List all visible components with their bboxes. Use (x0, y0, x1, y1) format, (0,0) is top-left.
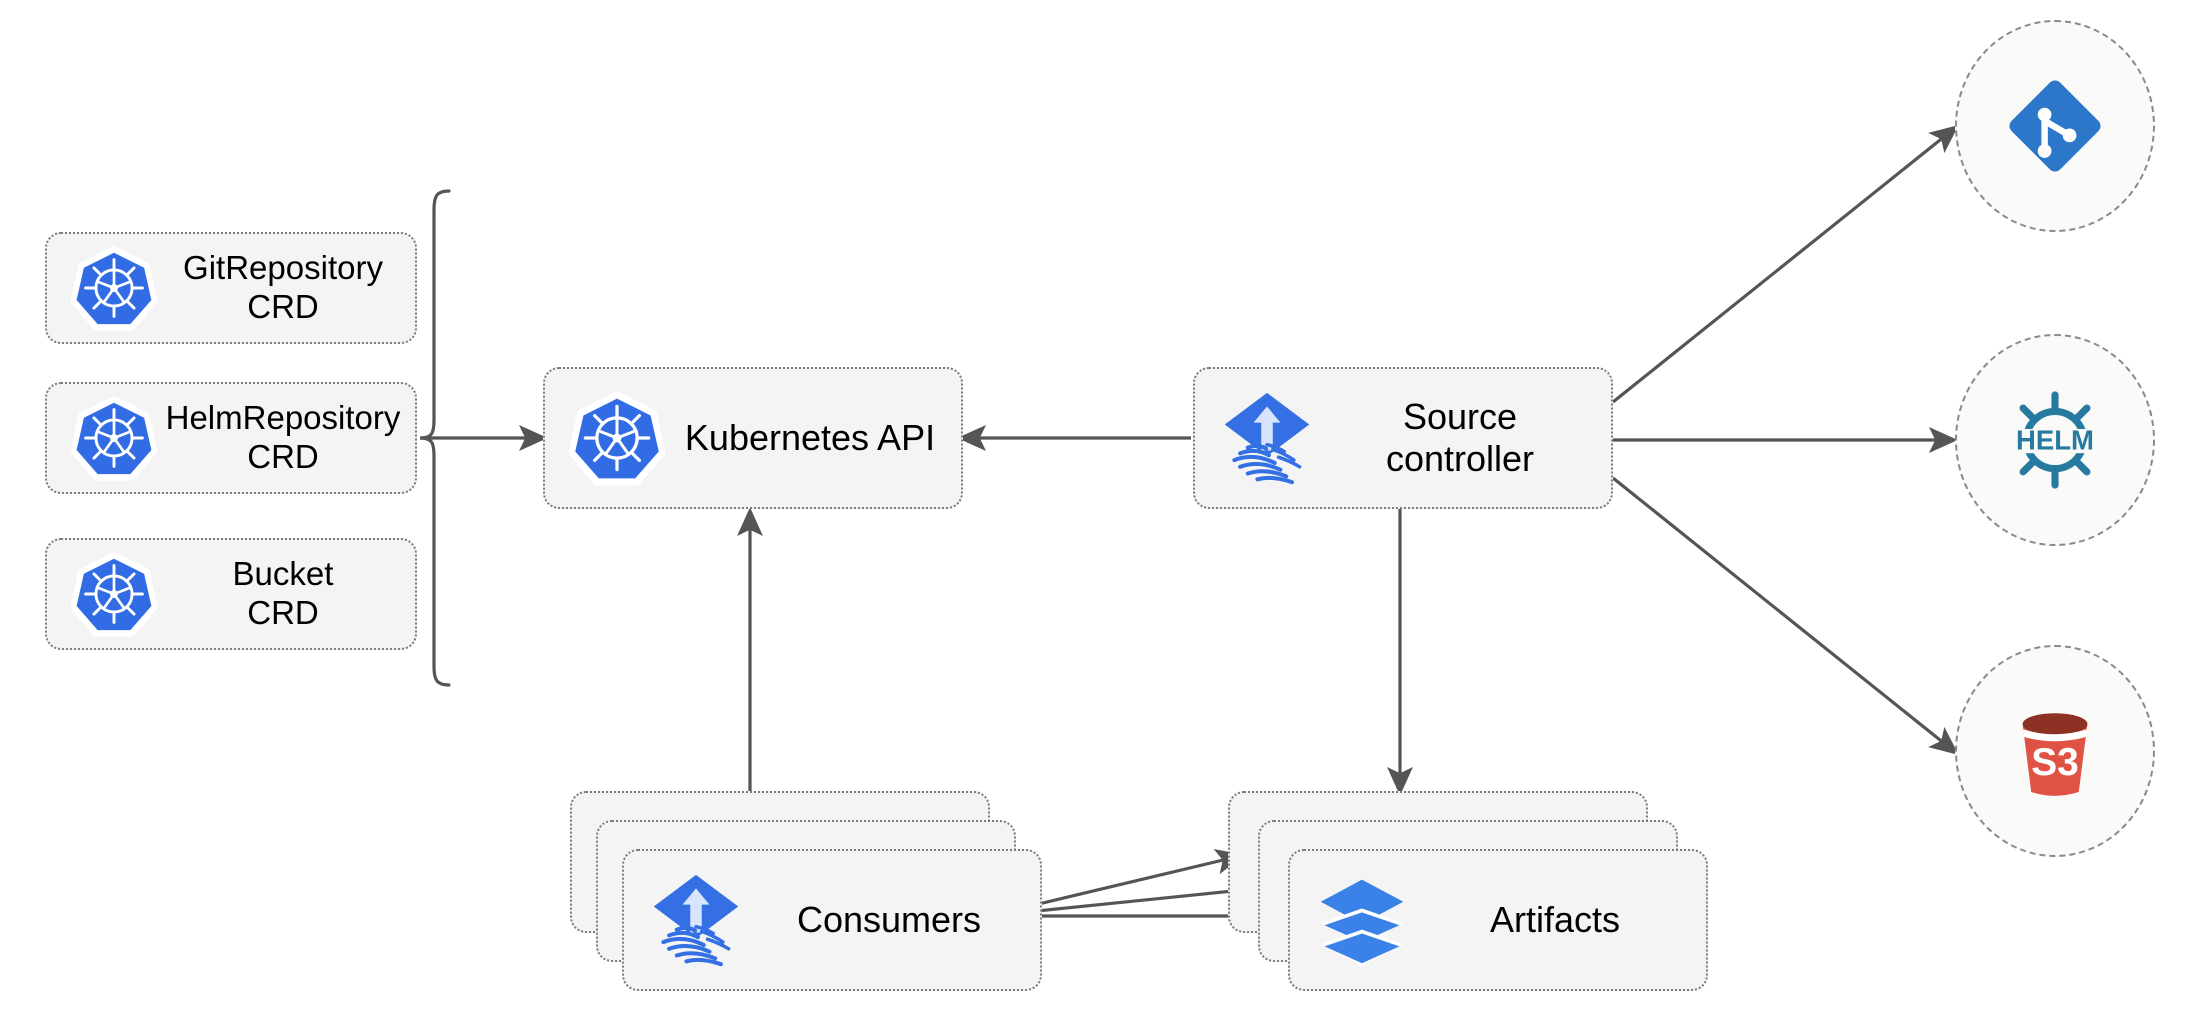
node-label: Consumers (796, 898, 982, 940)
node-label: Bucket CRD (232, 555, 334, 631)
s3-wordmark: S3 (2031, 741, 2079, 784)
kubernetes-icon (71, 395, 157, 481)
flux-icon (1219, 390, 1315, 486)
node-kubernetes-api[interactable]: Kubernetes API (543, 367, 963, 509)
git-icon (2009, 80, 2101, 172)
helm-wordmark: HELM (2016, 424, 2094, 455)
node-label: Kubernetes API (684, 416, 936, 458)
node-consumers[interactable]: Consumers (622, 849, 1042, 991)
node-label: Source controller (1385, 395, 1535, 479)
node-source-controller[interactable]: Source controller (1193, 367, 1613, 509)
node-artifacts[interactable]: Artifacts (1288, 849, 1708, 991)
backend-git[interactable] (1955, 20, 2155, 232)
backend-s3[interactable]: S3 (1955, 645, 2155, 857)
helm-icon: HELM (2008, 391, 2102, 489)
node-label: GitRepository CRD (183, 249, 383, 325)
node-gitrepository-crd[interactable]: GitRepository CRD (45, 232, 417, 344)
kubernetes-icon (71, 551, 157, 637)
flux-icon (648, 872, 744, 968)
node-label: Artifacts (1489, 898, 1621, 940)
s3-bucket-icon: S3 (2022, 713, 2088, 796)
kubernetes-icon (569, 390, 665, 486)
backend-helm[interactable]: HELM (1955, 334, 2155, 546)
crd-group-brace (419, 189, 451, 687)
edge-source-to-s3 (1611, 476, 1959, 756)
node-helmrepository-crd[interactable]: HelmRepository CRD (45, 382, 417, 494)
kubernetes-icon (71, 245, 157, 331)
node-label: HelmRepository CRD (165, 399, 401, 475)
edge-source-to-git (1611, 124, 1959, 404)
layers-icon (1314, 872, 1410, 968)
node-bucket-crd[interactable]: Bucket CRD (45, 538, 417, 650)
